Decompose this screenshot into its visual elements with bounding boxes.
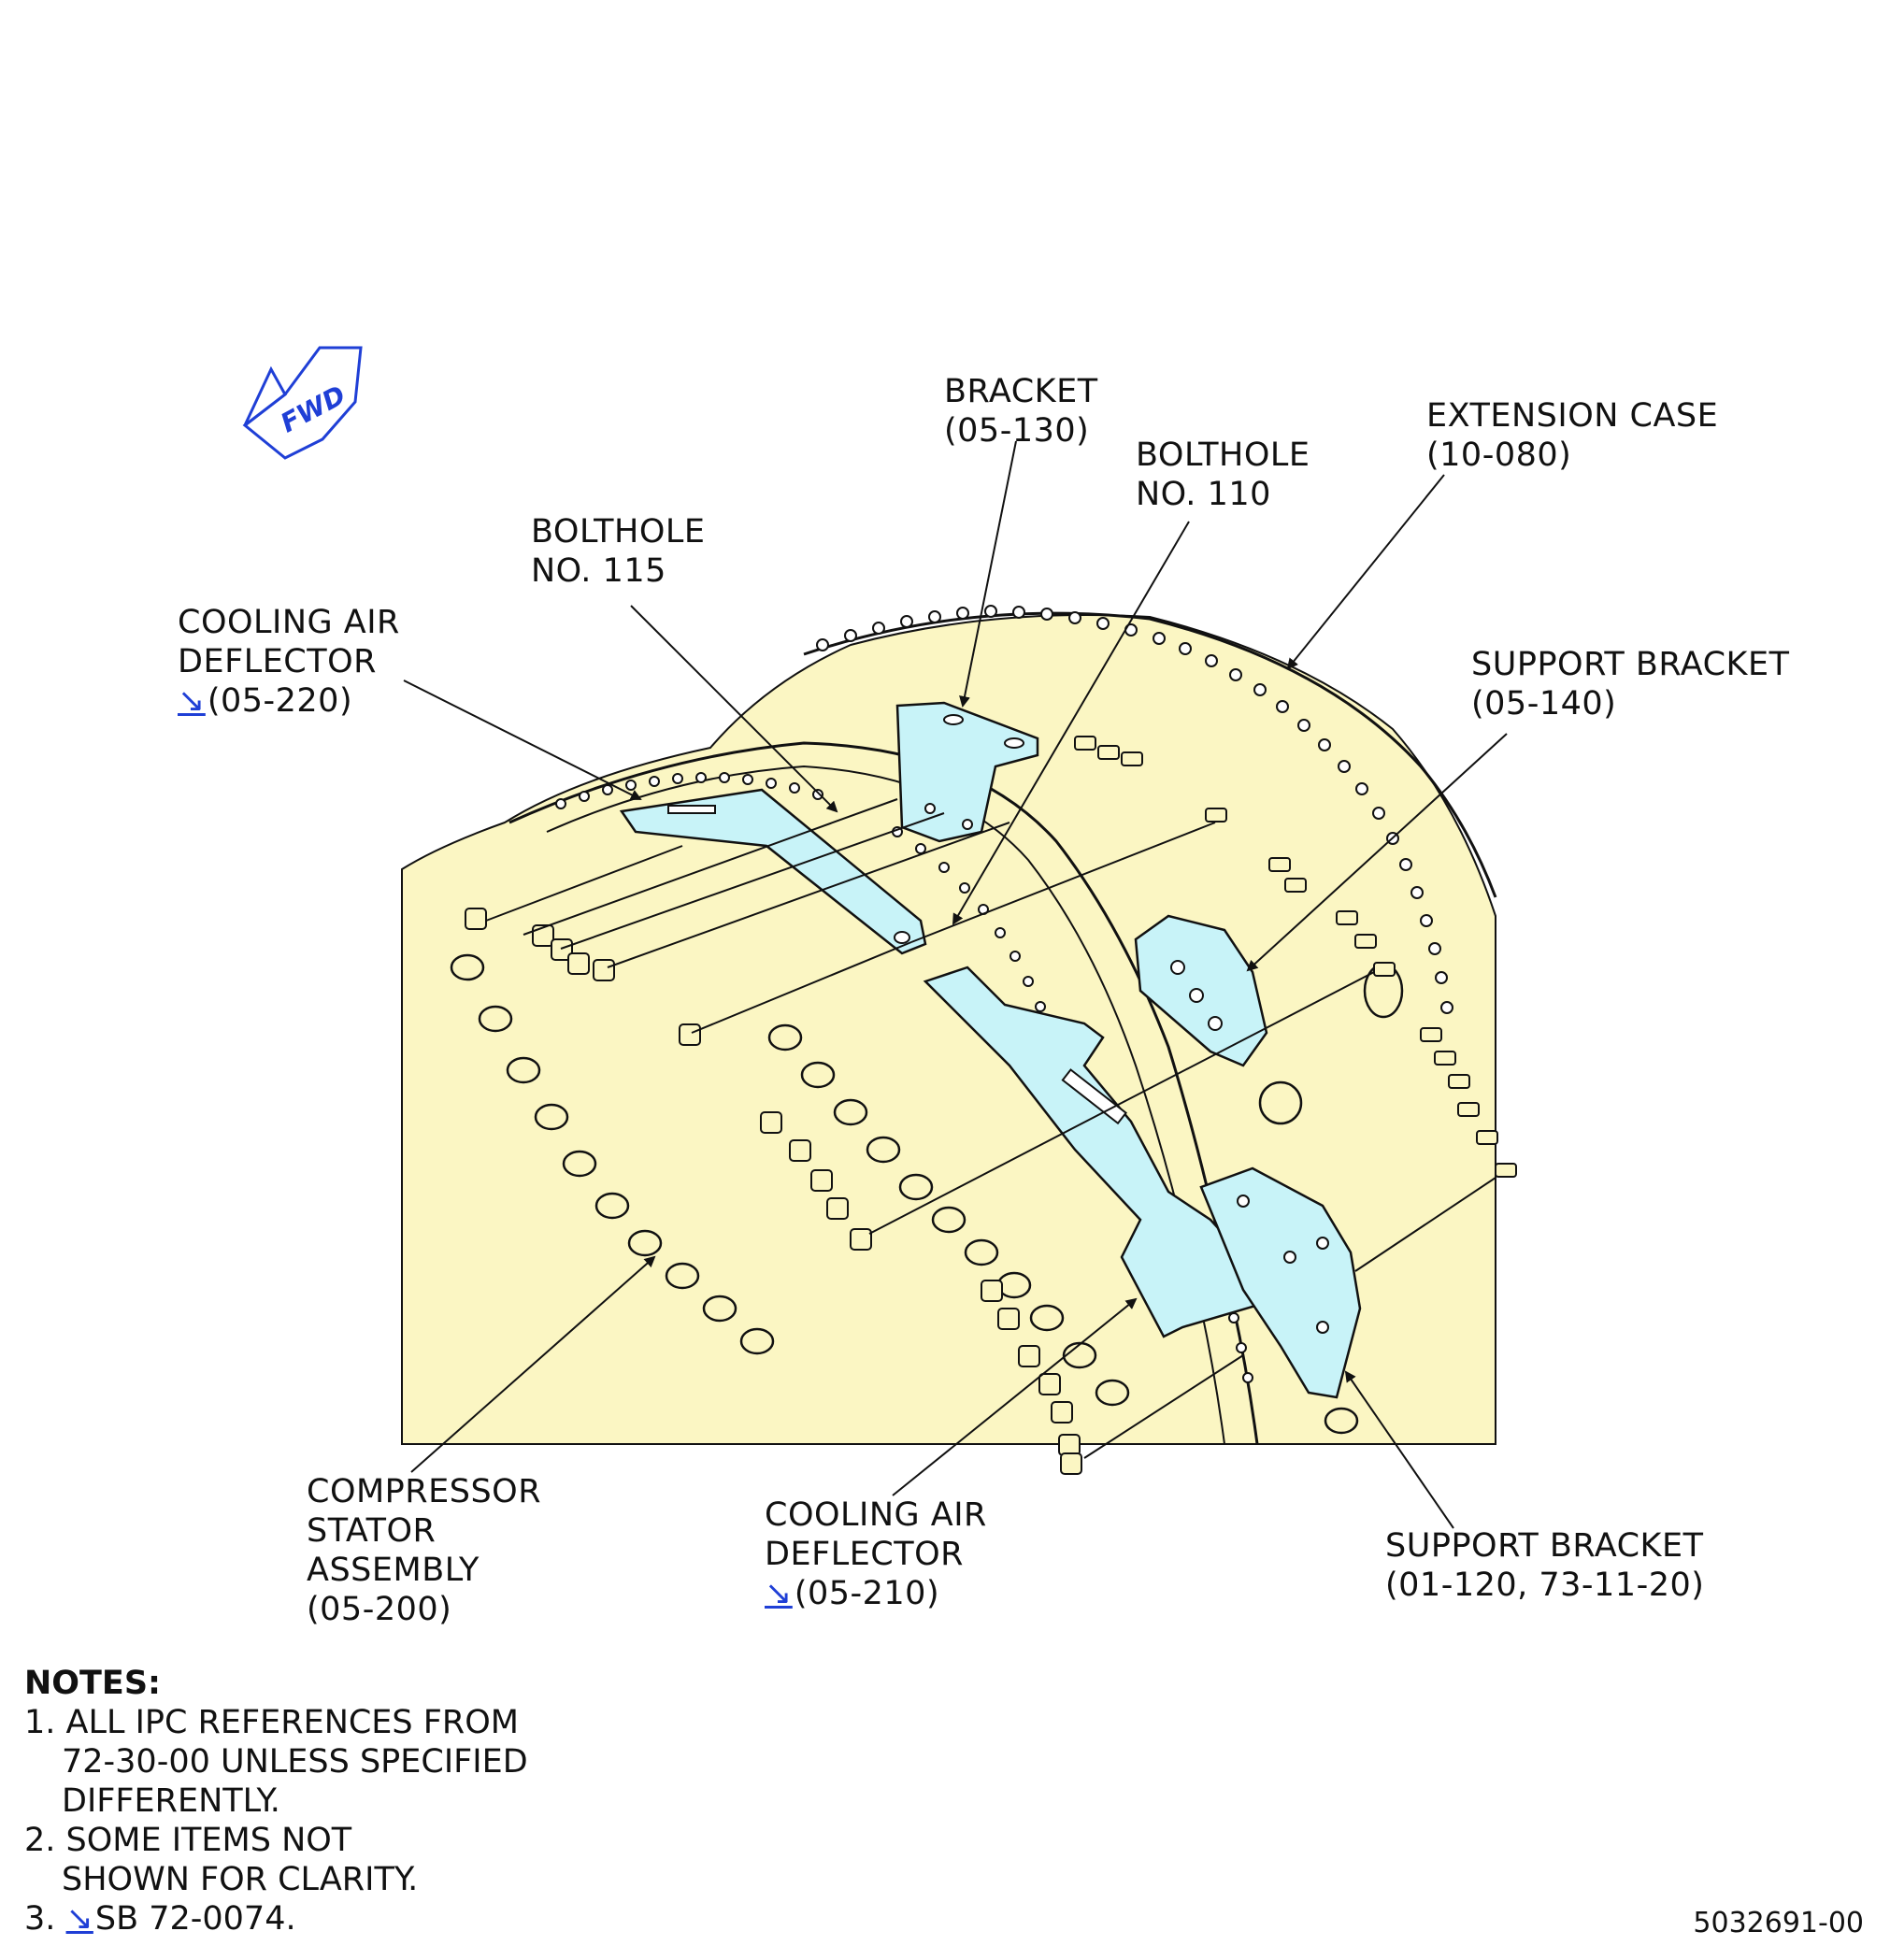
note-2-cont: SHOWN FOR CLARITY. xyxy=(62,1861,419,1898)
label-line-with-sb: ↘(05-220) xyxy=(178,682,353,720)
bracket-05-130 xyxy=(895,701,1039,843)
label-line: NO. 110 xyxy=(1136,476,1271,513)
label-compressor-stator-assembly: COMPRESSOR STATOR ASSEMBLY (05-200) xyxy=(307,1472,541,1629)
label-line: (05-130) xyxy=(944,412,1090,450)
label-line: NO. 115 xyxy=(531,552,666,590)
note-3-number: 3. xyxy=(24,1900,56,1938)
label-line: COOLING AIR xyxy=(178,604,400,641)
note-1-cont: DIFFERENTLY. xyxy=(62,1782,280,1820)
cooling-air-deflector-05-220 xyxy=(619,788,927,955)
note-1: 1. ALL IPC REFERENCES FROM xyxy=(24,1704,519,1741)
label-line: SUPPORT BRACKET xyxy=(1385,1527,1704,1565)
label-line: SUPPORT BRACKET xyxy=(1471,646,1790,683)
label-line: COOLING AIR xyxy=(765,1496,987,1534)
label-bolthole-110: BOLTHOLE NO. 110 xyxy=(1136,436,1310,514)
figure-id: 5032691-00 xyxy=(1693,1907,1864,1939)
label-line: DEFLECTOR xyxy=(178,643,377,680)
label-cooling-air-deflector-05-210: COOLING AIR DEFLECTOR ↘(05-210) xyxy=(765,1495,987,1613)
support-bracket-05-140 xyxy=(1134,914,1268,1067)
label-line: BOLTHOLE xyxy=(531,513,706,551)
service-bulletin-marker-icon: ↘ xyxy=(178,682,206,720)
label-bolthole-115: BOLTHOLE NO. 115 xyxy=(531,512,706,591)
label-line: (05-140) xyxy=(1471,685,1617,722)
leader-lines xyxy=(403,440,1508,1529)
label-cooling-air-deflector-05-220: COOLING AIR DEFLECTOR ↘(05-220) xyxy=(178,603,400,721)
support-bracket-01-120 xyxy=(1199,1166,1362,1399)
assembly-guide-lines xyxy=(485,798,1496,1459)
note-2: 2. SOME ITEMS NOT xyxy=(24,1822,352,1859)
label-line: (05-200) xyxy=(307,1591,452,1628)
fwd-arrow-icon: FWD xyxy=(242,346,363,460)
label-support-bracket-01-120: SUPPORT BRACKET (01-120, 73-11-20) xyxy=(1385,1526,1704,1605)
label-line: ASSEMBLY xyxy=(307,1552,480,1589)
note-3-text: SB 72-0074. xyxy=(94,1900,296,1938)
label-support-bracket-05-140: SUPPORT BRACKET (05-140) xyxy=(1471,645,1790,723)
label-line-with-sb: ↘(05-210) xyxy=(765,1575,940,1612)
label-line: BRACKET xyxy=(944,373,1098,410)
stator-vane-ports xyxy=(450,953,1404,1435)
bolts xyxy=(465,736,1517,1475)
label-line: STATOR xyxy=(307,1512,437,1550)
notes-title: NOTES: xyxy=(24,1665,162,1702)
service-bulletin-marker-icon: ↘ xyxy=(765,1575,793,1612)
label-line: DEFLECTOR xyxy=(765,1536,964,1573)
label-line: EXTENSION CASE xyxy=(1426,397,1719,435)
label-extension-case: EXTENSION CASE (10-080) xyxy=(1426,396,1718,475)
notes-block: NOTES: 1. ALL IPC REFERENCES FROM 72-30-… xyxy=(24,1664,528,1939)
service-bulletin-marker-icon: ↘ xyxy=(65,1900,93,1938)
label-line: BOLTHOLE xyxy=(1136,436,1310,474)
note-1-cont: 72-30-00 UNLESS SPECIFIED xyxy=(62,1743,528,1781)
label-line: (01-120, 73-11-20) xyxy=(1385,1567,1705,1604)
label-bracket: BRACKET (05-130) xyxy=(944,372,1098,451)
label-line: COMPRESSOR xyxy=(307,1473,542,1510)
label-line: (10-080) xyxy=(1426,436,1572,474)
note-3: 3. ↘SB 72-0074. xyxy=(24,1899,528,1939)
